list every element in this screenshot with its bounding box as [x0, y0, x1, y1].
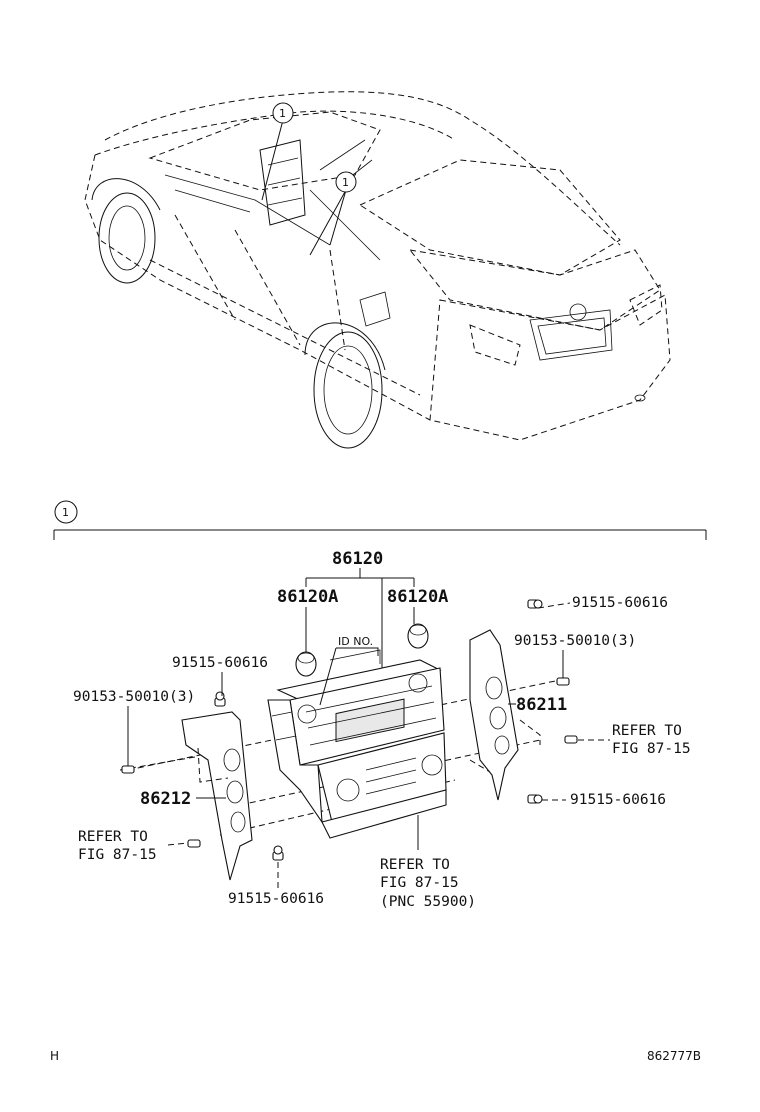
label-refer-right-1: REFER TO: [612, 723, 682, 739]
knob-left-86120a: [295, 651, 317, 677]
label-86120a-left: 86120A: [277, 587, 338, 607]
callout-labels: 86120 86120A 86120A ID NO. 91515-60616 9…: [73, 549, 691, 910]
label-refer-left-2: FIG 87-15: [78, 847, 157, 863]
detail-marker-2: 1: [335, 171, 357, 193]
label-refer-bottom-3: (PNC 55900): [380, 894, 476, 910]
figure-number: 862777B: [647, 1049, 701, 1063]
screw-91515-right-lower: [527, 794, 543, 804]
label-90153-right: 90153-50010(3): [514, 633, 636, 649]
right-bracket-86211: [469, 629, 541, 801]
label-refer-left-1: REFER TO: [78, 829, 148, 845]
label-refer-bottom-2: FIG 87-15: [380, 875, 459, 891]
detail-marker-1: 1: [272, 102, 294, 124]
audio-head-unit-86120: [267, 649, 447, 839]
label-86120a-right: 86120A: [387, 587, 448, 607]
label-refer-right-2: FIG 87-15: [612, 741, 691, 757]
screw-refer-right: [564, 735, 578, 744]
screw-91515-left-upper: [214, 691, 226, 707]
screw-90153-left: [121, 765, 135, 774]
label-91515-right-lower: 91515-60616: [570, 792, 666, 808]
screw-refer-left: [187, 839, 201, 848]
label-86211: 86211: [516, 695, 567, 715]
label-91515-bottom: 91515-60616: [228, 891, 324, 907]
label-86212: 86212: [140, 789, 191, 809]
car-illustration: 1 1: [84, 91, 671, 449]
label-86120: 86120: [332, 549, 383, 569]
label-id-no: ID NO.: [338, 635, 373, 648]
screw-90153-right: [556, 677, 570, 686]
leader-lines: [127, 568, 610, 890]
left-bracket-86212: [181, 711, 253, 881]
detail-section-marker: 1: [62, 506, 69, 519]
screw-91515-bottom: [272, 845, 284, 861]
detail-section-header: 1: [53, 500, 707, 540]
label-refer-bottom-1: REFER TO: [380, 857, 450, 873]
svg-text:1: 1: [279, 107, 286, 120]
screw-91515-top-right: [527, 599, 543, 609]
knob-right-86120a: [407, 623, 429, 649]
exploded-parts: [119, 599, 578, 881]
label-90153-left: 90153-50010(3): [73, 689, 195, 705]
svg-text:1: 1: [342, 176, 349, 189]
label-91515-top-right: 91515-60616: [572, 595, 668, 611]
page-letter: H: [50, 1049, 59, 1063]
label-91515-left-upper: 91515-60616: [172, 655, 268, 671]
